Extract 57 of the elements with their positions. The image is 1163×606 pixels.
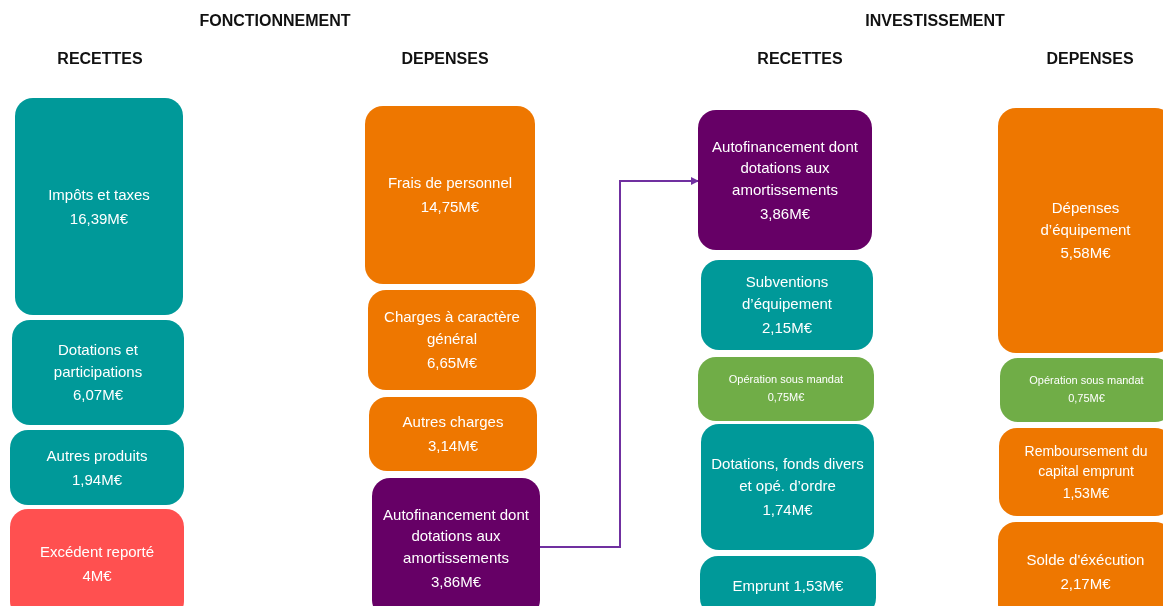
amount-box bbox=[998, 108, 1163, 353]
amount-text: Charges à caractère général bbox=[383, 307, 521, 350]
amount-text: 0,75M€ bbox=[767, 390, 805, 405]
amount-text: 3,86M€ bbox=[759, 203, 810, 224]
column-heading: FONCTIONNEMENT bbox=[198, 12, 352, 30]
connector-arrow bbox=[539, 177, 699, 548]
column-heading: DEPENSES bbox=[400, 50, 490, 68]
amount-text: Subventions d’équipement bbox=[740, 272, 834, 315]
amount-text: Autofinancement dont dotations aux amortissements bbox=[382, 504, 530, 568]
amount-box bbox=[698, 357, 874, 421]
amount-text: 5,58M€ bbox=[1060, 243, 1111, 264]
amount-box bbox=[999, 428, 1163, 516]
amount-text: 2,17M€ bbox=[1060, 574, 1111, 594]
amount-text: Opération sous mandat bbox=[1029, 373, 1144, 389]
amount-text: Opération sous mandat bbox=[728, 372, 844, 388]
amount-box bbox=[10, 430, 184, 505]
amount-text: Frais de personnel bbox=[387, 173, 513, 194]
amount-text: 6,07M€ bbox=[72, 385, 123, 406]
amount-box bbox=[365, 106, 535, 284]
amount-text: 3,86M€ bbox=[430, 571, 481, 592]
amount-text: Impôts et taxes bbox=[48, 184, 150, 205]
amount-text: 1,74M€ bbox=[762, 499, 813, 520]
amount-box bbox=[15, 98, 183, 315]
amount-text: Dotations et participations bbox=[52, 339, 144, 382]
amount-text: 1,53M€ bbox=[1062, 484, 1110, 504]
amount-box bbox=[369, 397, 537, 471]
column-heading: DEPENSES bbox=[1045, 50, 1135, 68]
amount-box bbox=[701, 260, 873, 350]
amount-text: Excédent reporté bbox=[39, 542, 155, 563]
amount-text: Autres charges bbox=[402, 412, 504, 433]
amount-text: Autofinancement dont dotations aux amortissements bbox=[711, 136, 859, 200]
column-heading: RECETTES bbox=[56, 50, 144, 68]
amount-text: Remboursement du capital emprunt bbox=[1023, 441, 1149, 481]
amount-text: 0,75M€ bbox=[1068, 391, 1105, 406]
amount-text: 2,15M€ bbox=[761, 317, 812, 338]
amount-text: 1,94M€ bbox=[71, 469, 122, 490]
amount-box bbox=[10, 509, 184, 606]
amount-text: Solde d'éxécution bbox=[1026, 550, 1145, 571]
amount-box bbox=[368, 290, 536, 390]
amount-box bbox=[698, 110, 872, 250]
amount-box bbox=[372, 478, 540, 606]
amount-text: Dotations, fonds divers et opé. d’ordre bbox=[711, 454, 864, 497]
amount-text: Autres produits bbox=[46, 445, 148, 466]
amount-box bbox=[1000, 358, 1163, 422]
amount-text: Emprunt 1,53M€ bbox=[732, 576, 844, 597]
amount-text: 4M€ bbox=[82, 566, 112, 586]
column-heading: RECETTES bbox=[756, 50, 844, 68]
amount-text: 14,75M€ bbox=[420, 197, 480, 217]
amount-box bbox=[700, 556, 876, 606]
amount-box bbox=[701, 424, 874, 550]
amount-text: 3,14M€ bbox=[427, 436, 478, 456]
amount-text: 16,39M€ bbox=[69, 208, 129, 229]
amount-text: Dépenses d’équipement bbox=[1039, 197, 1132, 240]
amount-text: 6,65M€ bbox=[426, 352, 477, 373]
column-heading: INVESTISSEMENT bbox=[864, 12, 1006, 30]
amount-box bbox=[998, 522, 1163, 606]
amount-box bbox=[12, 320, 184, 425]
